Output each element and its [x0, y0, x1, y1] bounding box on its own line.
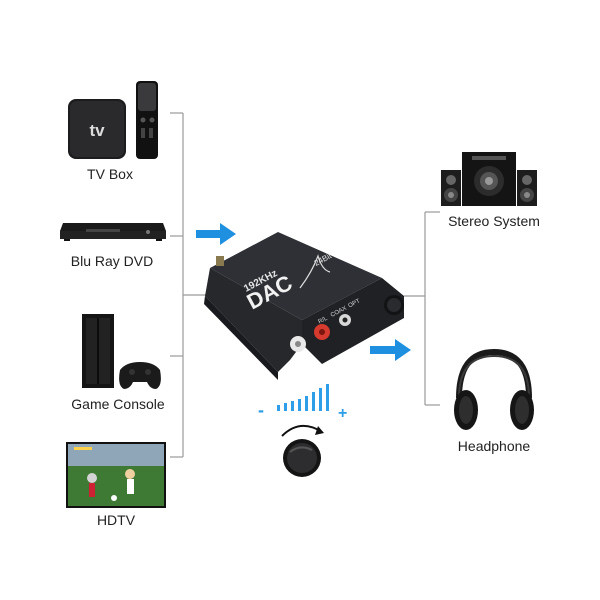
- volume-plus-text: +: [338, 405, 347, 422]
- port-label-opt: OPT: [348, 298, 362, 309]
- stereo-label: Stereo System: [448, 213, 540, 229]
- output-arrow-icon: [370, 339, 411, 361]
- volume-bars: [277, 384, 329, 411]
- output-bracket: [404, 211, 440, 406]
- source-bracket: [170, 112, 207, 458]
- tv-box-label: TV Box: [87, 166, 133, 182]
- game-console-label: Game Console: [71, 396, 165, 412]
- input-arrow-icon: [196, 223, 236, 245]
- headphone-label: Headphone: [457, 438, 531, 454]
- volume-minus-text: -: [258, 400, 264, 420]
- hdtv-label: HDTV: [96, 512, 136, 528]
- blu-ray-label: Blu Ray DVD: [70, 253, 154, 269]
- tv-box-logo-text: tv: [89, 121, 105, 140]
- port-label-rl: R/L: [318, 315, 330, 325]
